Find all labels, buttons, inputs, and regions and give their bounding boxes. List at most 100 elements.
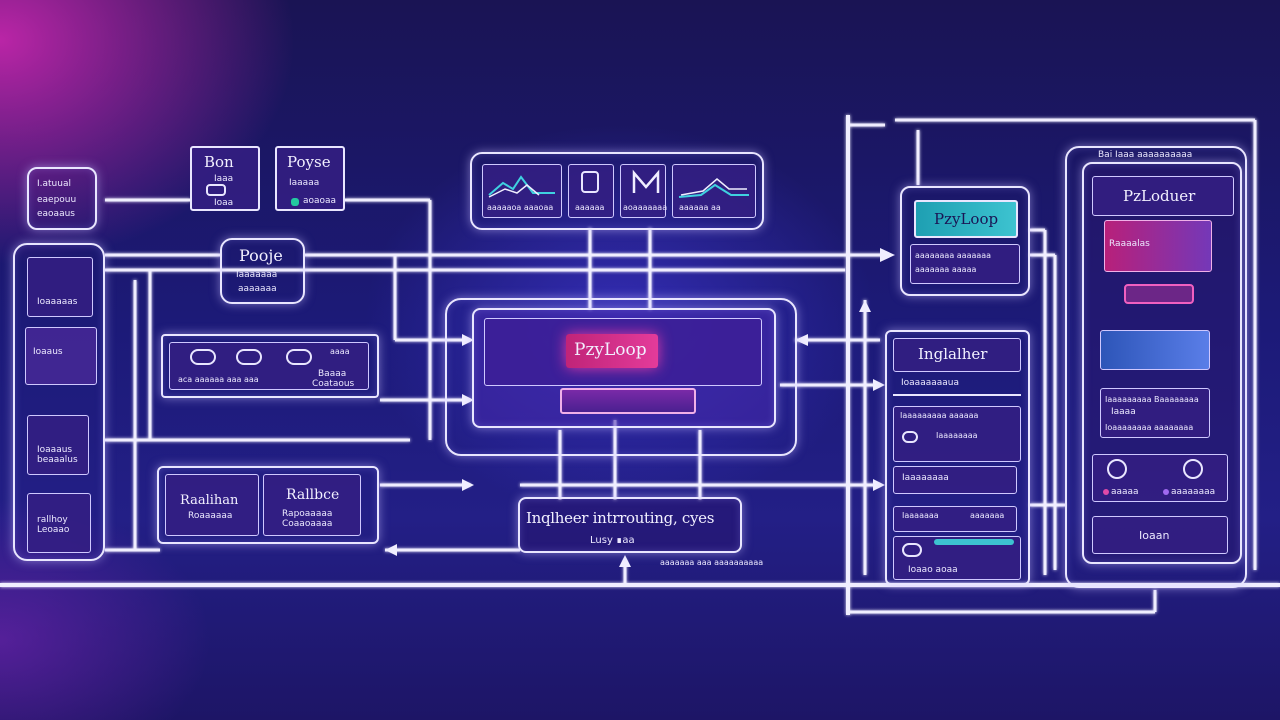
device-footer-panel: Ioaan [1092,516,1228,554]
device-toggle-icon [1124,284,1194,304]
device-row-3: Ioaaaaaaaa aaaaaaaa [1105,423,1194,432]
bottom-left-box: Raalihan Roaaaaaa Rallbce Rapoaaaaa Coaa… [157,466,379,544]
left-tall-box: Ioaaaaas Ioaaus Ioaaaus beaaalus rallhoy… [13,243,105,561]
m-logo-icon [632,169,660,193]
pzyloop-panel: PzyLoop aaaaaaaa aaaaaaa aaaaaaa aaaaa [900,186,1030,296]
inglalher-row-5: Iaaaaaaa [902,511,939,520]
device-button-label-1: aaaaa [1111,487,1139,497]
device-outer [1065,146,1247,588]
routing-caption: aaaaaaa aaa aaaaaaaaaa [660,558,764,567]
pooje-box: Pooje Iaaaaaaa aaaaaaa [220,238,305,304]
unlock-icon [1183,459,1203,479]
left-tall-lower-panel [27,415,89,475]
device-pink-label: Raaaalas [1109,239,1150,249]
icon-panel-label-2: aaaa [330,347,350,356]
inglalher-table: Iaaaaaaaaa aaaaaa Iaaaaaaaa [893,406,1021,462]
chart-panel: aaaaaoa aaaoaa aaaaaa aoaaaaaaa aaaaaa a… [470,152,764,230]
inglalher-eye-icon [902,431,918,443]
poyse-line-2: aoaoaa [303,196,337,206]
pzyloop-info: aaaaaaaa aaaaaaa aaaaaaa aaaaa [910,244,1020,284]
device-row-panel: Iaaaaaaaaa Baaaaaaaa Iaaaa Ioaaaaaaaa aa… [1100,388,1210,438]
chart-card-1-label: aaaaaoa aaaoaa [487,203,554,212]
inglalher-row-panel-2: Iaaaaaaa aaaaaaa [893,506,1017,532]
left-tall-house-panel [27,257,93,317]
left-tall-lower-text: Ioaaaus beaaalus [37,445,78,465]
chart-card-2-label: aaaaaa [575,203,605,212]
lock-icon [1107,459,1127,479]
routing-title: Inqlheer intrrouting, cyes [526,509,715,527]
left-tall-middle-text: Ioaaus [33,347,63,357]
bottom-left-title-a: Raalihan [180,493,239,508]
inglalher-row-panel-1: Iaaaaaaaa [893,466,1017,494]
hub-title: PzyLoop [574,340,647,360]
inglalher-row-6: aaaaaaa [970,511,1005,520]
icon-panel-inner: aca aaaaaa aaa aaa aaaa Baaaa Coataous [169,342,369,390]
left-top-line-1: I.atuual [37,179,71,189]
device-button-label-2: aaaaaaaa [1171,487,1216,497]
device-button-panel: aaaaa aaaaaaaa [1092,454,1228,502]
pooje-line-2: aaaaaaa [238,284,277,294]
inglalher-row-2: Iaaaaaaaaa aaaaaa [900,411,979,420]
icon-panel-label-3: Baaaa [318,369,347,379]
left-tall-bottom-text: rallhoy Leoaao [37,515,70,535]
device-header: Bai Iaaa aaaaaaaaaa [1098,150,1193,160]
chart-card-2: aaaaaa [568,164,614,218]
chart-card-4-label: aaaaaa aa [679,203,721,212]
hub-base [560,388,696,414]
icon-panel-label-1: aca aaaaaa aaa aaa [178,375,259,384]
left-tall-bottom-panel [27,493,91,553]
inglalher-row-1: Ioaaaaaaaua [901,378,959,388]
inglalher-bottom: Ioaao aoaa [908,565,958,575]
device-row-2: Iaaaa [1111,407,1136,417]
stack-icon [286,349,312,365]
chart-card-4: aaaaaa aa [672,164,756,218]
poyse-box: Poyse Iaaaaa aoaoaa [275,146,345,211]
inglalher-chat-icon [902,543,922,557]
bottom-left-title-b: Rallbce [286,487,340,503]
left-tall-grid-panel [25,327,97,385]
chart-card-3: aoaaaaaaa [620,164,668,218]
poyse-line-1: Iaaaaa [289,178,320,188]
pzyloop-panel-title: PzyLoop [934,210,999,228]
device-pink-card: Raaaalas [1104,220,1212,272]
bottom-left-sub-a: Roaaaaaa [188,511,233,521]
pooje-title: Pooje [239,246,283,265]
list-icon [581,171,599,193]
bon-line-2: Ioaa [214,198,234,208]
left-tall-top-text: Ioaaaaas [37,297,78,307]
sandwich-icon [236,349,262,365]
burger-icon [190,349,216,365]
bon-box: Bon Iaaa Ioaa [190,146,260,211]
hub-box: PzyLoop [472,308,776,428]
mountain-chart-icon [488,175,555,198]
left-top-line-2: eaepouu [37,195,77,205]
chart-card-3-label: aoaaaaaaa [623,203,668,212]
area-chart-icon [678,178,749,198]
bottom-left-sub-b: Rapoaaaaa Coaaoaaaa [282,509,333,529]
routing-box: Inqlheer intrrouting, cyes Lusy ∎aa [518,497,742,553]
bon-title: Bon [204,153,234,171]
device-screen: Bai Iaaa aaaaaaaaaa PzLoduer Raaaalas Ia… [1082,150,1242,564]
device-stripe-panel [1100,330,1210,370]
pzyloop-title-badge: PzyLoop [914,200,1018,238]
poyse-title: Poyse [287,153,331,171]
device-footer: Ioaan [1139,529,1170,542]
device-row-1: Iaaaaaaaaa Baaaaaaaa [1105,395,1199,404]
inglalher-teal-bar [934,539,1014,545]
left-top-line-3: eaoaaus [37,209,75,219]
icon-panel-label-4: Coataous [312,379,355,389]
inglalher-title: Inglalher [918,345,988,363]
device-violet-dot [1163,489,1169,495]
inglalher-divider [893,394,1021,396]
chart-card-1: aaaaaoa aaaoaa [482,164,562,218]
inglalher-footer: Ioaao aoaa [893,536,1021,580]
icon-panel: aca aaaaaa aaa aaa aaaa Baaaa Coataous [161,334,379,398]
pooje-line-1: Iaaaaaaa [236,270,278,280]
bottom-left-panel-b: Rallbce Rapoaaaaa Coaaoaaaa [263,474,361,536]
device-pink-dot [1103,489,1109,495]
pzyloop-line-1: aaaaaaaa aaaaaaa [915,251,992,260]
bon-line-1: Iaaa [214,174,234,184]
inglalher-row-4: Iaaaaaaaa [902,473,949,483]
inglalher-header: Inglalher [893,338,1021,372]
